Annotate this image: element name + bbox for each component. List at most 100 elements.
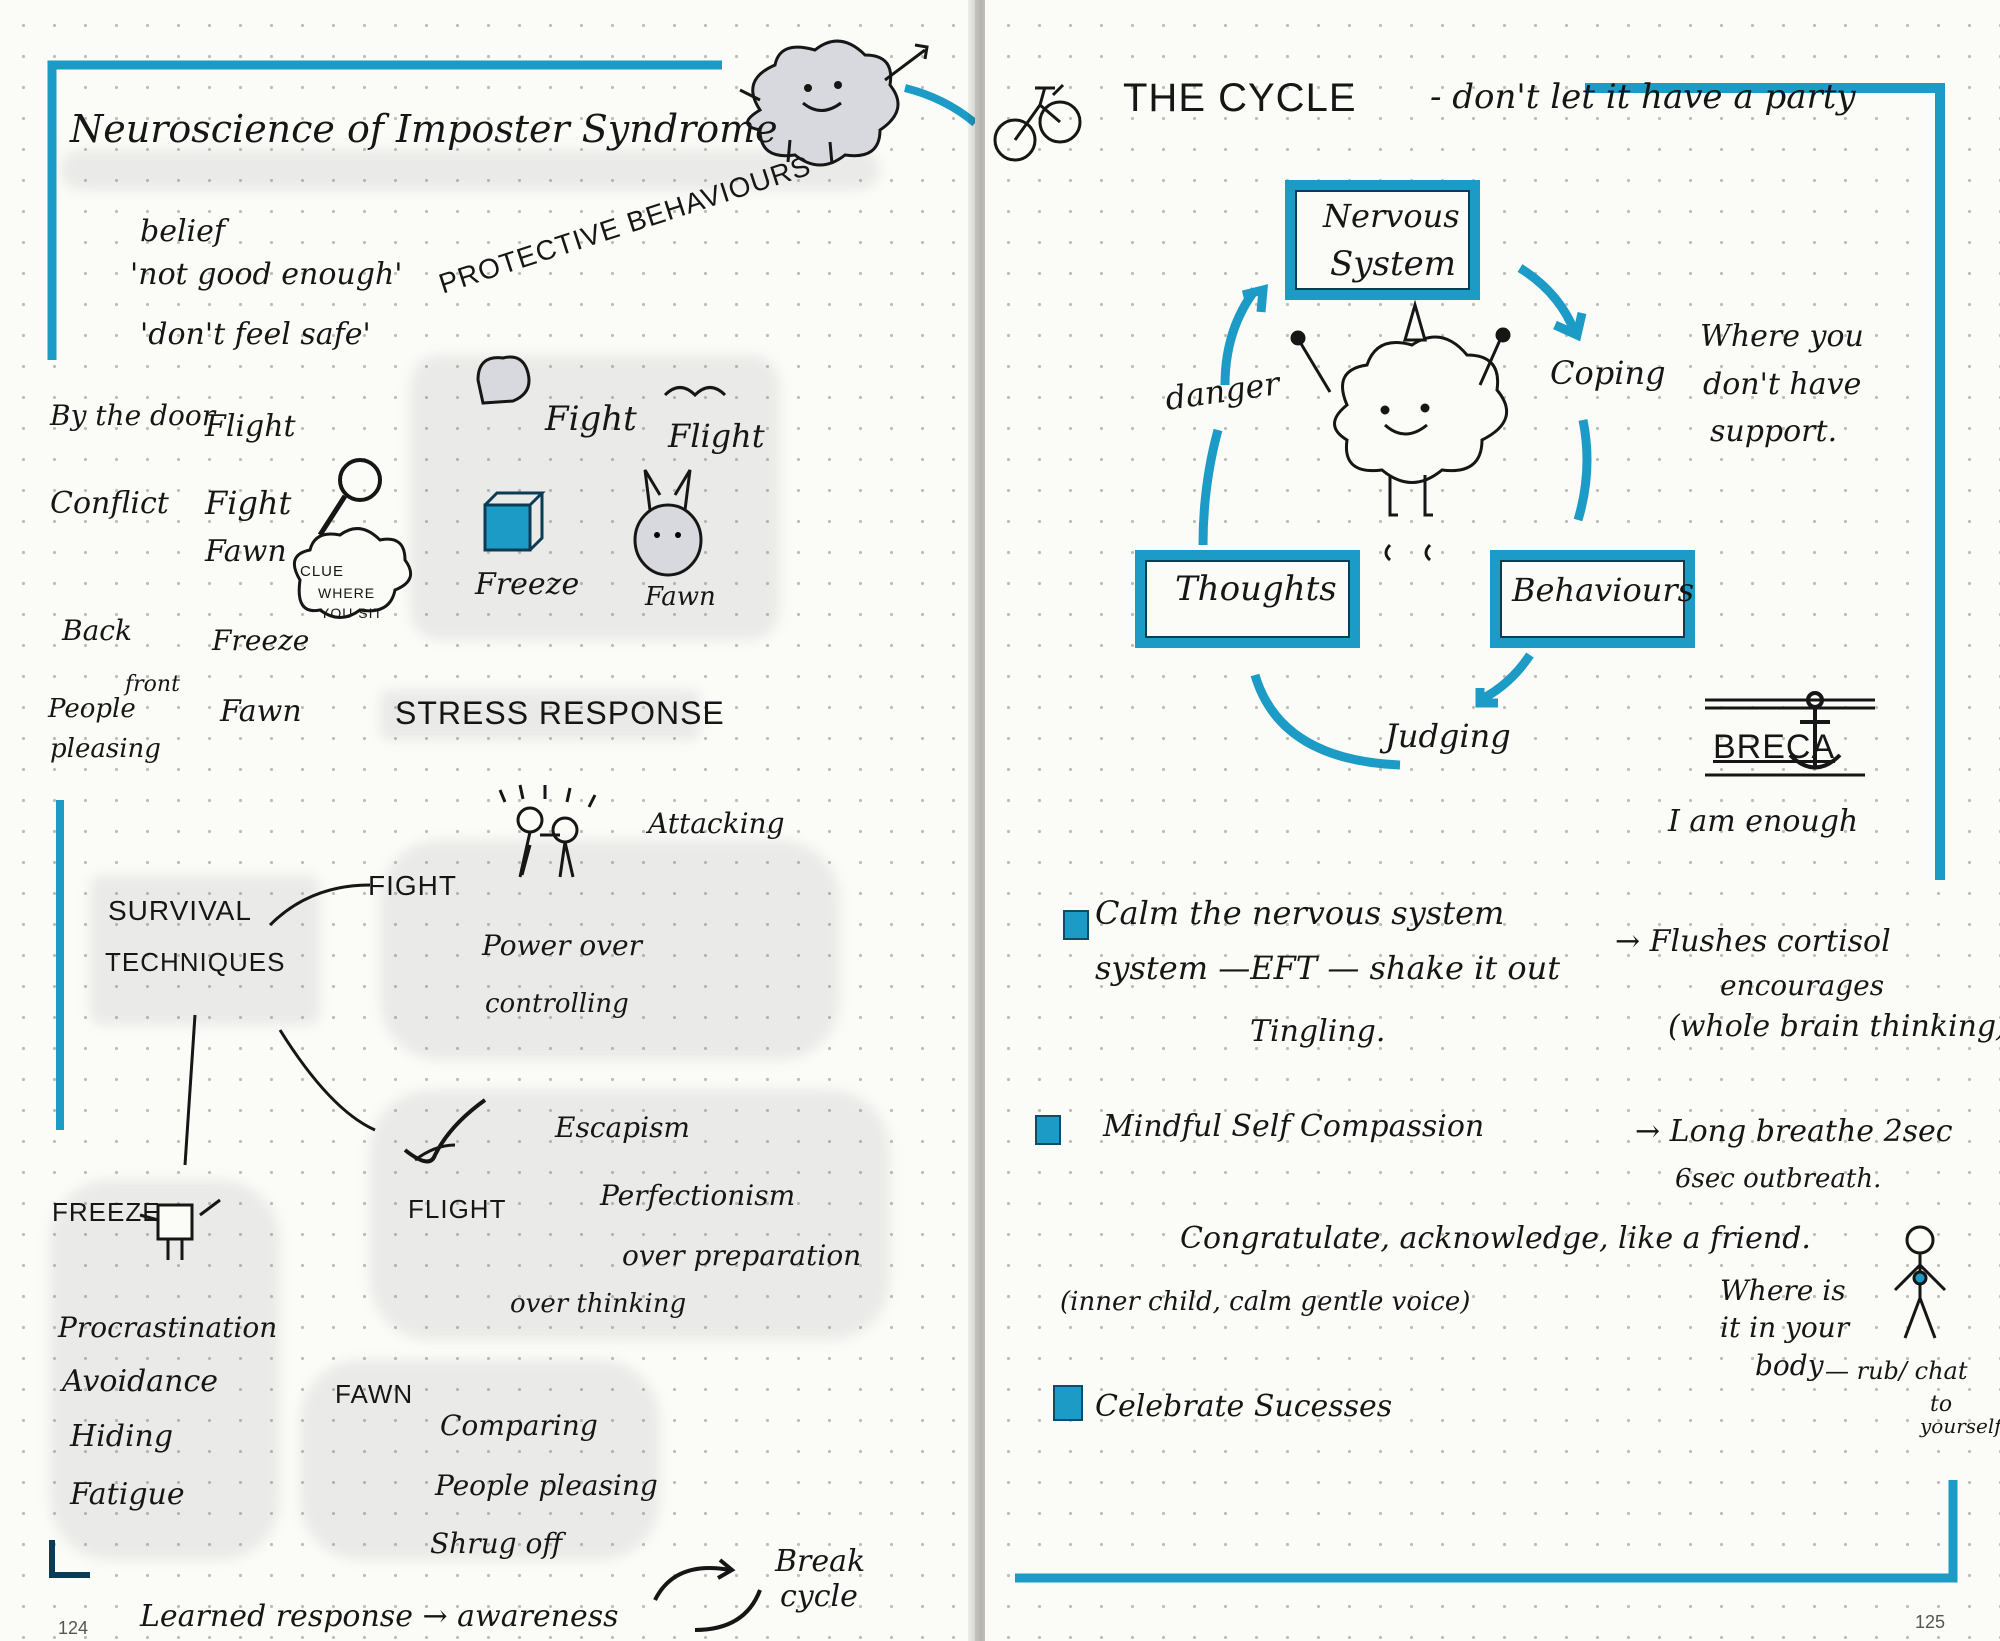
seating-place: By the door (50, 400, 215, 432)
calm-flushes-cortisol: → Flushes cortisol (1615, 925, 1891, 960)
calm-encourages: encourages (1720, 970, 1884, 1002)
bottom-frame (1015, 1480, 1953, 1578)
fawn-item: Comparing (440, 1410, 598, 1442)
mindful-bullet (1035, 1115, 1061, 1145)
right-page-number: 125 (1915, 1612, 1945, 1633)
left-page-number: 124 (58, 1618, 88, 1639)
seating-place: Conflict (50, 487, 169, 522)
brain-mascot-icon (1292, 305, 1509, 560)
mindful-where-3: body (1755, 1350, 1824, 1382)
fight-controlling: controlling (485, 990, 629, 1020)
seating-place: Back (62, 615, 132, 647)
seating-place: pleasing (50, 735, 161, 765)
learned-response-note: Learned response → awareness (140, 1600, 619, 1635)
mindful-congratulate: Congratulate, acknowledge, like a friend… (1180, 1222, 1811, 1257)
behaviours-label: Behaviours (1512, 572, 1694, 609)
freeze-item: Procrastination (58, 1312, 277, 1344)
right-page: THE CYCLE - don't let it have a party Ne… (985, 0, 2000, 1641)
freeze-heading: FREEZE (52, 1198, 161, 1228)
freeze-connector (185, 1015, 195, 1165)
clue-line-1: CLUE (300, 563, 344, 580)
support-note-line-2: don't have (1703, 368, 1861, 403)
belief-not-good-enough: 'not good enough' (130, 258, 403, 293)
thoughts-label: Thoughts (1175, 570, 1337, 609)
pb-flight-label: Flight (668, 418, 765, 455)
i-am-enough: I am enough (1668, 805, 1858, 840)
flight-heading: FLIGHT (408, 1195, 506, 1225)
mindful-rub-chat: — rub/ chat (1825, 1358, 1968, 1386)
mindful-long-breathe: → Long breathe 2sec (1635, 1115, 1953, 1150)
fight-power-over: Power over (482, 930, 642, 962)
survival-line-1: SURVIVAL (108, 895, 252, 927)
right-page-subtitle: - don't let it have a party (1430, 78, 1856, 117)
seating-place: People (48, 695, 136, 725)
left-page-title: Neuroscience of Imposter Syndrome (70, 108, 778, 152)
mindful-line-1: Mindful Self Compassion (1103, 1110, 1484, 1145)
arc-coping-to-behaviours (1578, 420, 1587, 520)
cube-icon (485, 493, 542, 550)
nervous-system-line-2: System (1330, 245, 1456, 284)
fight-attacking: Attacking (648, 808, 785, 840)
belief-dont-feel-safe: 'don't feel safe' (140, 318, 371, 353)
calm-tingling: Tingling. (1250, 1015, 1385, 1050)
clue-line-2: WHERE (318, 585, 375, 601)
seating-response: Freeze (212, 625, 309, 657)
clue-line-3: YOU SIT (320, 605, 383, 621)
calm-bullet (1063, 910, 1089, 940)
breca-label: BRECA (1713, 728, 1835, 767)
mindful-where-2: it in your (1720, 1312, 1849, 1344)
calm-line-1: Calm the nervous system (1095, 895, 1504, 932)
mindful-inner-child: (inner child, calm gentle voice) (1060, 1288, 1470, 1318)
break-cycle-arrows-icon (655, 1560, 760, 1630)
nervous-system-line-1: Nervous (1323, 198, 1460, 235)
fawn-item: Shrug off (430, 1528, 562, 1560)
pb-freeze-label: Freeze (475, 568, 579, 603)
mindful-yourself: yourself (1920, 1415, 2000, 1438)
support-note-line-3: support. (1710, 415, 1837, 450)
break-cycle-line-1: Break (775, 1545, 865, 1580)
freeze-item: Fatigue (70, 1478, 185, 1513)
fight-connector (270, 885, 370, 925)
cross-page-arrow (905, 88, 975, 123)
seating-response: Fawn (205, 535, 287, 570)
arrow-behaviours-to-judging (1480, 655, 1530, 700)
pb-fight-label: Fight (545, 400, 637, 439)
arc-thoughts-to-danger (1203, 430, 1218, 545)
judging-label: Judging (1385, 718, 1511, 755)
stress-response-heading: STRESS RESPONSE (395, 695, 725, 732)
body-figure-icon (1895, 1227, 1945, 1338)
seating-response: Fawn (220, 695, 302, 730)
bird-icon (665, 388, 725, 396)
arrow-nervous-to-coping (1520, 268, 1575, 333)
arc-judging-to-thoughts (1255, 675, 1400, 765)
flight-escapism: Escapism (555, 1112, 690, 1144)
corner-bracket (52, 1540, 90, 1575)
flight-connector (280, 1030, 375, 1130)
flight-perfectionism: Perfectionism (600, 1180, 795, 1212)
calm-whole-brain: (whole brain thinking) (1668, 1010, 2000, 1045)
belief-label: belief (140, 215, 225, 250)
calm-line-2: system —EFT — shake it out (1095, 950, 1560, 987)
bunny-icon (635, 470, 701, 575)
break-cycle-line-2: cycle (780, 1580, 858, 1615)
mindful-outbreath: 6sec outbreath. (1675, 1165, 1881, 1195)
left-page: Neuroscience of Imposter Syndrome belief… (0, 0, 975, 1641)
bicycle-icon (995, 85, 1080, 160)
fighting-figures-icon (500, 785, 595, 877)
fight-heading: FIGHT (368, 870, 457, 902)
celebrate-bullet (1053, 1385, 1083, 1421)
support-note-line-1: Where you (1700, 320, 1864, 355)
seating-response: Flight (205, 410, 296, 445)
right-page-title: THE CYCLE (1123, 75, 1357, 121)
fawn-heading: FAWN (335, 1380, 413, 1410)
survival-line-2: TECHNIQUES (105, 948, 285, 978)
coping-label: Coping (1550, 355, 1666, 392)
flight-over-thinking: over thinking (510, 1290, 686, 1320)
flight-over-preparation: over preparation (622, 1240, 861, 1272)
freeze-item: Hiding (70, 1420, 173, 1455)
celebrate-successes: Celebrate Sucesses (1095, 1390, 1392, 1425)
pb-fawn-label: Fawn (645, 583, 716, 613)
seating-response: Fight (205, 485, 291, 522)
magnifying-glass-icon (320, 460, 380, 535)
fawn-item: People pleasing (435, 1470, 658, 1502)
